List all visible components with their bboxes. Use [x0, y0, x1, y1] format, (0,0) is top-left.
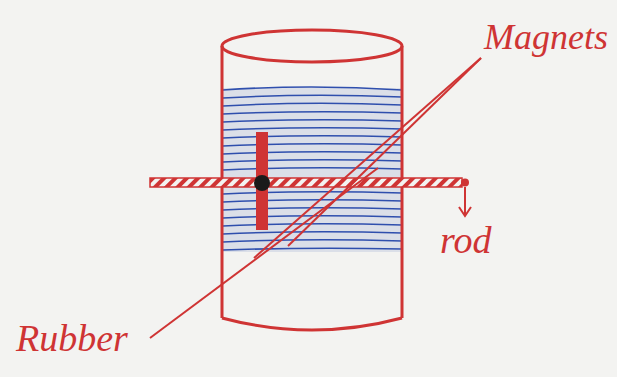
magnets-label: Magnets [484, 18, 608, 58]
leader-lines [150, 58, 481, 338]
rod-label: rod [440, 220, 491, 262]
rod [150, 178, 462, 187]
rod-end [461, 179, 469, 187]
pivot-dot [254, 175, 270, 191]
rubber-label: Rubber [16, 318, 128, 360]
